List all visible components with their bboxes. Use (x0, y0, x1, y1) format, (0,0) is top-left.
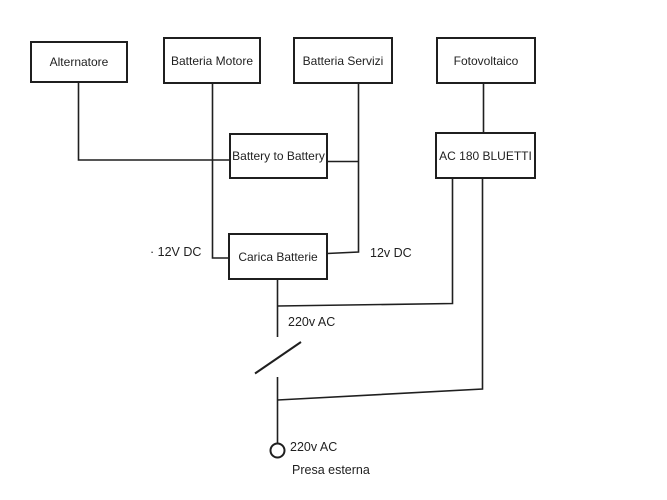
box-carica-batterie-label: Carica Batterie (238, 249, 318, 264)
wire-bluetti-right-down (277, 179, 484, 401)
box-fotovoltaico-label: Fotovoltaico (453, 53, 519, 68)
box-alternatore: Alternatore (30, 41, 128, 83)
box-batteria-motore-label: Batteria Motore (170, 53, 254, 68)
box-batteria-servizi-label: Batteria Servizi (302, 53, 384, 68)
socket-terminal-circle (269, 442, 286, 459)
wire-alternatore-to-battery-to-battery (77, 83, 229, 161)
switch-blade (254, 341, 302, 375)
label-220v-ac-bottom: 220v AC (290, 440, 338, 454)
label-12v-dc-left: · 12V DC (150, 245, 202, 259)
box-fotovoltaico: Fotovoltaico (436, 37, 536, 84)
box-ac-180-bluetti: AC 180 BLUETTI (435, 132, 536, 179)
box-battery-to-battery: Battery to Battery (229, 133, 328, 179)
wire-batteria-motore-to-carica-batterie (211, 83, 228, 259)
box-ac-180-bluetti-label: AC 180 BLUETTI (439, 148, 532, 163)
label-220v-ac-middle: 220v AC (288, 315, 336, 329)
label-presa-esterna: Presa esterna (292, 463, 370, 477)
wire-batteria-servizi-to-carica-batterie (326, 83, 360, 255)
box-batteria-motore: Batteria Motore (163, 37, 261, 84)
box-battery-to-battery-label: Battery to Battery (232, 149, 325, 163)
box-alternatore-label: Alternatore (49, 55, 109, 69)
label-12v-dc-right: 12v DC (370, 246, 412, 260)
wire-ac-to-bluetti-left (277, 179, 454, 307)
box-carica-batterie: Carica Batterie (228, 233, 328, 280)
box-batteria-servizi: Batteria Servizi (293, 37, 393, 84)
